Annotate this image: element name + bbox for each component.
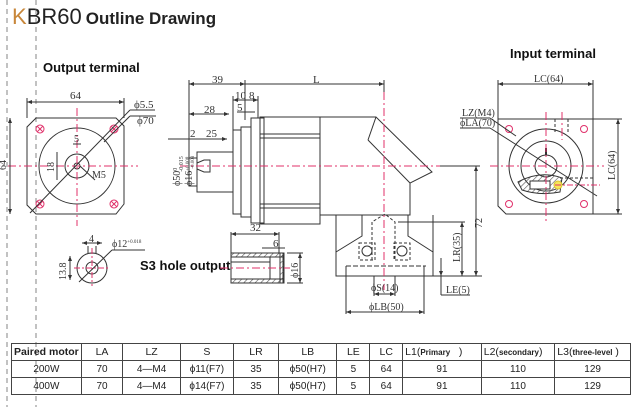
- dim-L: L: [313, 74, 320, 86]
- dim-5: 5: [237, 102, 243, 114]
- cell-motor: 400W: [11, 377, 82, 395]
- subtitle: Outline Drawing: [85, 9, 217, 28]
- output-hole-dia-dim: ϕ5.5: [134, 99, 154, 111]
- header-la: LA: [80, 343, 124, 361]
- hole-length-dim: 32: [250, 222, 261, 234]
- header-l3: L3(three-level ): [554, 343, 631, 361]
- dim-8: 8: [249, 90, 255, 102]
- cell-lr: 35: [232, 360, 280, 378]
- cell-l3: 129: [554, 360, 631, 378]
- hole-depth-dim: 6: [273, 238, 279, 250]
- dim-39: 39: [212, 74, 224, 86]
- cell-l1: 91: [402, 360, 482, 378]
- dim-25: 25: [206, 128, 218, 140]
- dim-10: 10: [235, 90, 247, 102]
- input-lz-dim: LZ(M4): [462, 108, 495, 119]
- shaft-dia-label: ϕ12+0.018: [112, 239, 142, 250]
- cell-s: ϕ11(F7): [179, 360, 234, 378]
- cell-lb: ϕ50(H7): [278, 377, 338, 395]
- model-prefix: K: [12, 4, 27, 29]
- cell-l2: 110: [480, 377, 556, 395]
- shaft-section-view: [68, 241, 145, 286]
- table-row: 400W 70 4—M4 ϕ14(F7) 35 ϕ50(H7) 5 64 91 …: [11, 377, 631, 395]
- header-lz: LZ: [122, 343, 181, 361]
- cell-l2: 110: [480, 360, 556, 378]
- header-l1: L1(Primary ): [402, 343, 482, 361]
- table-header-row: Paired motor LA LZ S LR LB LE LC L1(Prim…: [11, 343, 631, 361]
- cell-l1: 91: [402, 377, 482, 395]
- cell-lc: 64: [369, 377, 404, 395]
- hole-output-view: [220, 232, 303, 284]
- input-flange-view: [460, 80, 622, 222]
- pilot-dia-dim: ϕ500-0.015: [172, 156, 185, 186]
- cell-lz: 4—M4: [122, 360, 181, 378]
- side-view: [168, 80, 482, 314]
- cell-le: 5: [336, 377, 371, 395]
- shaft-key-dim: 4: [89, 234, 94, 245]
- dim-LR: LR(35): [452, 233, 463, 262]
- output-key-width-dim: 5: [74, 134, 79, 145]
- output-flange-view: [8, 98, 156, 226]
- cell-la: 70: [80, 377, 124, 395]
- cell-lc: 64: [369, 360, 404, 378]
- input-terminal-label: Input terminal: [510, 46, 596, 61]
- cell-lb: ϕ50(H7): [278, 360, 338, 378]
- input-la-dim: ϕLA(70): [460, 118, 495, 129]
- header-l2: L2(secondary): [480, 343, 556, 361]
- header-lb: LB: [278, 343, 338, 361]
- model-name: BR60: [26, 4, 82, 29]
- cell-l3: 129: [554, 377, 631, 395]
- header-le: LE: [336, 343, 371, 361]
- dim-LE: LE(5): [446, 285, 470, 296]
- output-terminal-label: Output terminal: [43, 60, 140, 75]
- output-key-height-dim: 18: [46, 162, 57, 172]
- header-lr: LR: [232, 343, 280, 361]
- dim-72: 72: [474, 218, 485, 228]
- dim-LB: ϕLB(50): [369, 302, 404, 313]
- shaft-dia-dim: ϕ16+0.008-0.003: [184, 155, 196, 186]
- output-thread-dim: M5: [92, 170, 106, 181]
- cell-la: 70: [80, 360, 124, 378]
- shaft-height-dim: 13.8: [58, 263, 69, 281]
- input-lc-height-dim: LC(64): [607, 151, 618, 180]
- guide-lines: [6, 0, 37, 407]
- output-width-dim: 64: [70, 90, 82, 102]
- header-s: S: [179, 343, 234, 361]
- dim-28: 28: [204, 104, 216, 116]
- cell-motor: 200W: [11, 360, 82, 378]
- header-paired-motor: Paired motor: [11, 343, 82, 361]
- table-row: 200W 70 4—M4 ϕ11(F7) 35 ϕ50(H7) 5 64 91 …: [11, 360, 631, 378]
- output-height-dim: 64: [0, 160, 9, 170]
- output-pcd-dim: ϕ70: [137, 115, 154, 127]
- spec-table: Paired motor LA LZ S LR LB LE LC L1(Prim…: [11, 343, 631, 395]
- cell-lz: 4—M4: [122, 377, 181, 395]
- dim-2: 2: [190, 128, 196, 140]
- dim-S: ϕS(14): [371, 283, 399, 294]
- s3-hole-output-label: S3 hole output: [140, 258, 231, 273]
- hole-dia-dim: ϕ16: [290, 263, 301, 278]
- cell-s: ϕ14(F7): [179, 377, 234, 395]
- header-lc: LC: [369, 343, 404, 361]
- input-lc-width-dim: LC(64): [534, 74, 563, 85]
- cell-lr: 35: [232, 377, 280, 395]
- cell-le: 5: [336, 360, 371, 378]
